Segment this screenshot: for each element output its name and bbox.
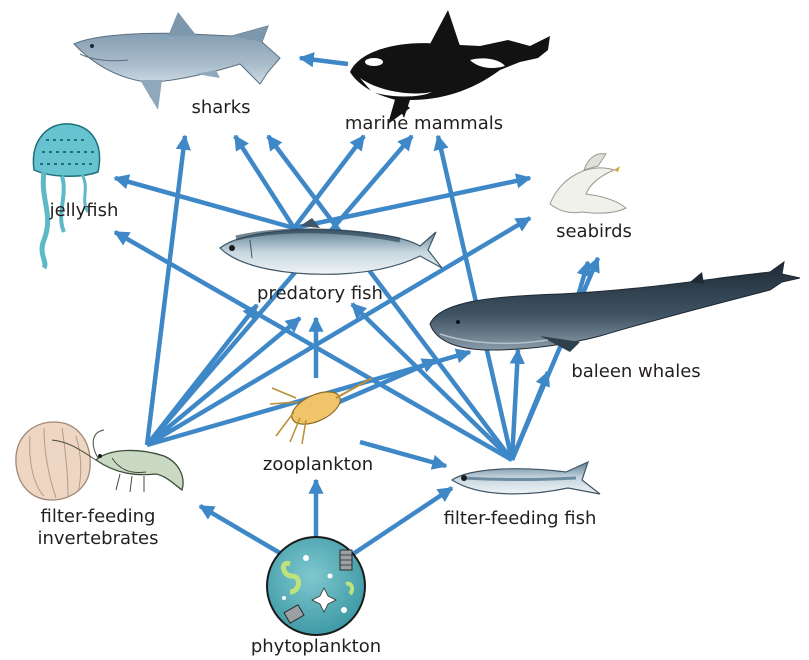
jellyfish-illustration [33,124,99,268]
label-sharks: sharks [181,97,261,119]
shark-illustration [74,12,280,110]
phytoplankton-illustration [267,537,365,635]
label-zooplankton: zooplankton [260,454,376,476]
label-seabirds: seabirds [544,221,644,243]
label-baleen-whales: baleen whales [560,361,712,383]
label-phytoplankton: phytoplankton [236,636,396,658]
label-filter-feeding-invertebrates-line2: invertebrates [37,528,158,549]
arrow-invertebrates-to-zooplankton-side [147,318,300,445]
seabird-illustration [550,154,626,214]
predatory-fish-illustration [220,218,442,274]
filter-feeding-fish-illustration [452,462,600,494]
zooplankton-illustration [270,378,372,444]
label-filter-feeding-invertebrates-line1: filter-feeding [41,506,156,527]
label-marine-mammals: marine mammals [332,113,516,135]
clam-illustration [16,422,90,500]
arrow-phytoplankton-to-invertebrates [200,506,285,556]
orca-illustration [350,10,550,124]
label-filter-feeding-invertebrates: filter-feeding invertebrates [18,506,178,550]
arrow-invertebrates-to-sharks [147,136,185,445]
label-predatory-fish: predatory fish [246,283,394,305]
baleen-whale-illustration [430,262,800,352]
label-jellyfish: jellyfish [34,200,134,222]
label-filter-feeding-fish: filter-feeding fish [424,508,616,530]
arrow-marine-mammals-to-sharks [300,58,348,64]
